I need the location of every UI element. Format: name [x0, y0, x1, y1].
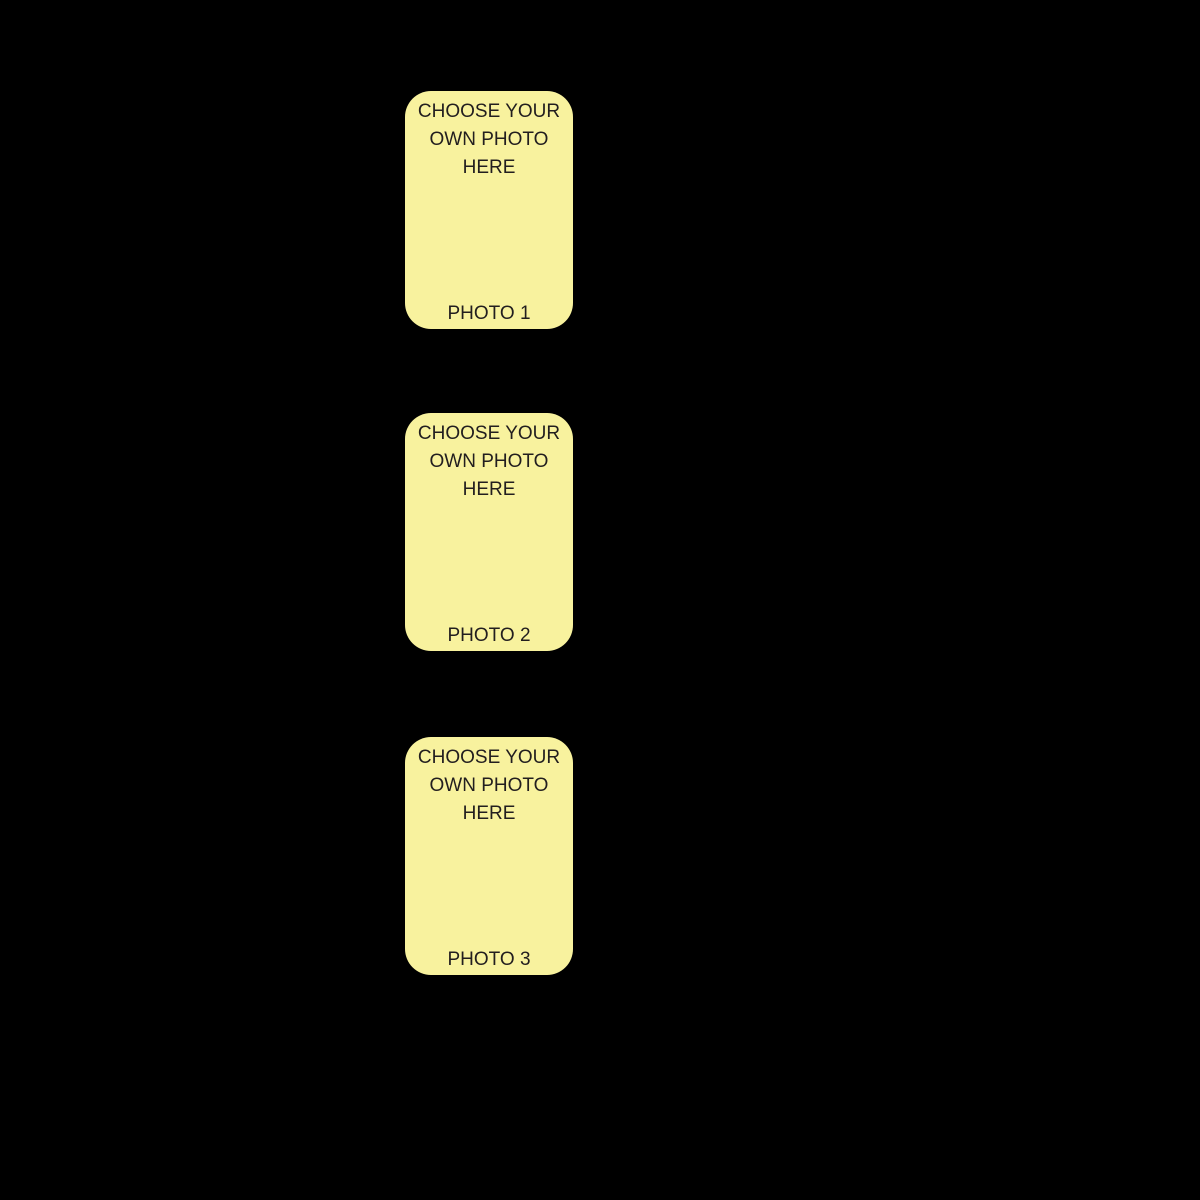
photo-placeholder-3[interactable]: CHOOSE YOUR OWN PHOTO HERE PHOTO 3 — [405, 737, 573, 975]
placeholder-prompt: CHOOSE YOUR OWN PHOTO HERE — [417, 747, 561, 824]
placeholder-prompt: CHOOSE YOUR OWN PHOTO HERE — [417, 101, 561, 178]
photo-label: PHOTO 3 — [447, 949, 531, 970]
photo-placeholder-2[interactable]: CHOOSE YOUR OWN PHOTO HERE PHOTO 2 — [405, 413, 573, 651]
photo-label: PHOTO 1 — [447, 303, 531, 324]
placeholder-prompt: CHOOSE YOUR OWN PHOTO HERE — [417, 423, 561, 500]
photo-label: PHOTO 2 — [447, 625, 531, 646]
photo-placeholder-1[interactable]: CHOOSE YOUR OWN PHOTO HERE PHOTO 1 — [405, 91, 573, 329]
